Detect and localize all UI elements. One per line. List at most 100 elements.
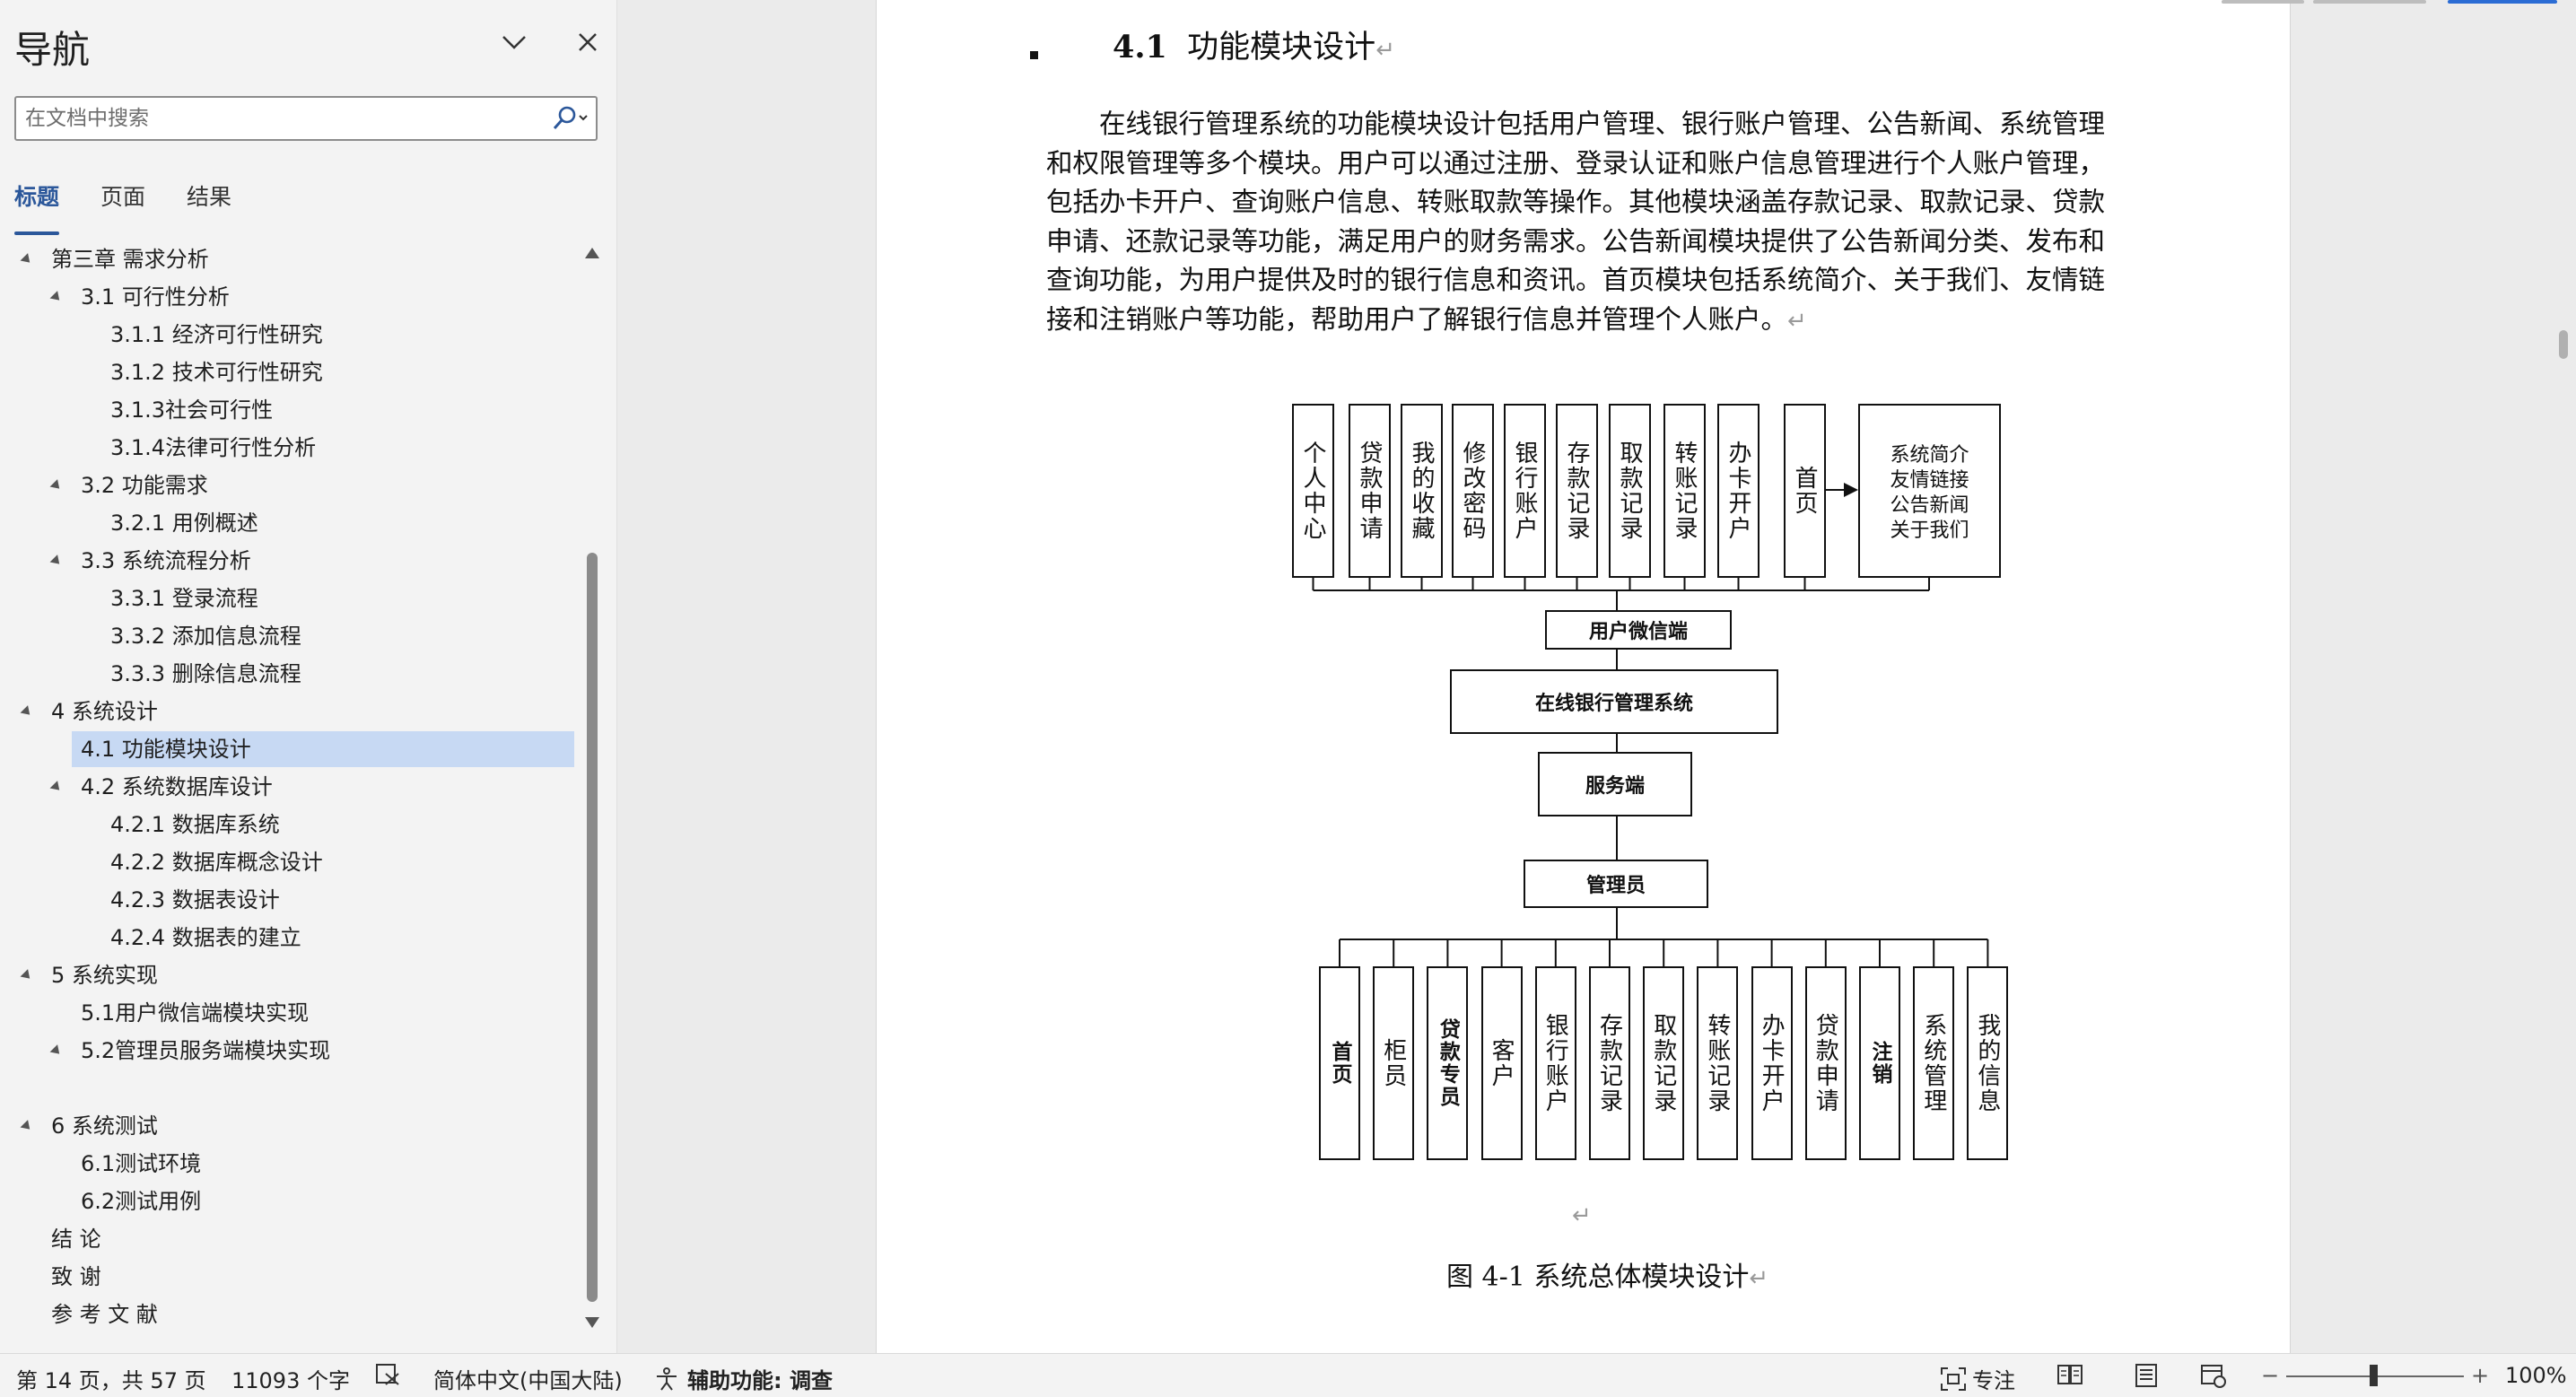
nav-heading-item[interactable]: 4 系统设计: [0, 694, 579, 729]
nav-heading-item[interactable]: 3.3.3 删除信息流程: [0, 656, 579, 692]
nav-heading-label: 4.1 功能模块设计: [81, 737, 251, 762]
home-detail-label: 友情链接: [1890, 469, 1969, 492]
nav-heading-item[interactable]: 3.3 系统流程分析: [0, 543, 579, 579]
admin-module-box: 办卡开户: [1751, 966, 1793, 1160]
nav-scroll-thumb[interactable]: [587, 553, 598, 1302]
nav-heading-label: 4.2.1 数据库系统: [110, 812, 280, 837]
section-heading[interactable]: 4.1 功能模块设计↵: [1113, 22, 1395, 67]
admin-module-box: 银行账户: [1534, 966, 1576, 1160]
nav-heading-label: 参 考 文 献: [51, 1302, 158, 1327]
search-input[interactable]: [25, 103, 546, 134]
nav-heading-label: 3.3 系统流程分析: [81, 548, 251, 573]
nav-heading-item[interactable]: 5.2管理员服务端模块实现: [0, 1033, 579, 1069]
zoom-slider-thumb[interactable]: [2370, 1365, 2378, 1386]
body-paragraph[interactable]: 在线银行管理系统的功能模块设计包括用户管理、银行账户管理、公告新闻、系统管理和权…: [1046, 105, 2105, 341]
admin-module-box: 首页: [1319, 966, 1360, 1160]
toolbar-button-edge[interactable]: [2448, 0, 2557, 4]
user-module-box-label: 我的收藏: [1408, 441, 1435, 541]
zoom-out-button[interactable]: −: [2261, 1363, 2280, 1388]
word-count[interactable]: 11093 个字: [231, 1368, 350, 1393]
expand-triangle-icon[interactable]: [49, 479, 64, 493]
nav-heading-item[interactable]: 6.2测试用例: [0, 1183, 579, 1219]
user-module-box-label: 首页: [1791, 466, 1818, 516]
expand-triangle-icon[interactable]: [20, 969, 34, 982]
expand-triangle-icon[interactable]: [20, 705, 34, 719]
nav-heading-item[interactable]: 致 谢: [0, 1259, 579, 1295]
nav-heading-item[interactable]: 5.1用户微信端模块实现: [0, 995, 579, 1031]
admin-module-box-label: 办卡开户: [1758, 1013, 1786, 1113]
nav-heading-item[interactable]: 4.2.3 数据表设计: [0, 882, 579, 918]
document-scroll-thumb[interactable]: [2559, 330, 2568, 359]
nav-heading-item[interactable]: 3.3.1 登录流程: [0, 581, 579, 616]
nav-heading-item[interactable]: 参 考 文 献: [0, 1297, 579, 1332]
nav-heading-item[interactable]: 4.2.1 数据库系统: [0, 807, 579, 843]
user-module-box-label: 银行账户: [1511, 441, 1538, 541]
nav-heading-item[interactable]: 3.1.2 技术可行性研究: [0, 354, 579, 390]
expand-triangle-icon[interactable]: [20, 1120, 34, 1133]
proofing-icon[interactable]: [375, 1363, 400, 1386]
nav-heading-item[interactable]: 3.1.3社会可行性: [0, 392, 579, 428]
admin-node-box-label: 管理员: [1585, 875, 1646, 897]
nav-heading-item[interactable]: 3.1.1 经济可行性研究: [0, 317, 579, 353]
nav-heading-label: 3.1 可行性分析: [81, 284, 230, 310]
user-module-box: 我的收藏: [1401, 404, 1443, 578]
nav-heading-label: 致 谢: [51, 1264, 101, 1289]
page-count[interactable]: 第 14 页，共 57 页: [16, 1368, 206, 1393]
toolbar-button-edge[interactable]: [2313, 0, 2426, 4]
expand-triangle-icon[interactable]: [49, 781, 64, 794]
admin-module-box: 存款记录: [1589, 966, 1630, 1160]
tab-results[interactable]: 结果: [187, 184, 232, 210]
nav-scrollbar[interactable]: [580, 242, 605, 1328]
tab-headings[interactable]: 标题: [14, 176, 60, 235]
nav-heading-item[interactable]: 4.2.2 数据库概念设计: [0, 844, 579, 880]
accessibility-status[interactable]: 辅助功能: 调查: [653, 1363, 833, 1394]
web-layout-button[interactable]: [2200, 1363, 2227, 1388]
focus-mode-button[interactable]: 专注: [1940, 1363, 2015, 1394]
admin-module-box-label: 转账记录: [1703, 1013, 1731, 1113]
tab-pages[interactable]: 页面: [100, 184, 146, 210]
expand-triangle-icon[interactable]: [49, 554, 64, 568]
nav-heading-item[interactable]: 3.2.1 用例概述: [0, 505, 579, 541]
scroll-down-arrow-icon[interactable]: [585, 1317, 599, 1328]
print-layout-button[interactable]: [2134, 1363, 2159, 1388]
nav-heading-item[interactable]: 3.1 可行性分析: [0, 279, 579, 315]
search-button[interactable]: [544, 102, 594, 135]
module-diagram[interactable]: 个人中心贷款申请我的收藏修改密码银行账户存款记录取款记录转账记录办卡开户首页系统…: [1283, 395, 2019, 1166]
zoom-level[interactable]: 100%: [2505, 1363, 2567, 1388]
expand-triangle-icon[interactable]: [20, 253, 34, 266]
nav-close-button[interactable]: [565, 20, 610, 65]
read-mode-button[interactable]: [2056, 1363, 2083, 1386]
scroll-up-arrow-icon[interactable]: [585, 248, 599, 258]
nav-heading-label: 3.1.4法律可行性分析: [110, 435, 317, 460]
user-module-box-label: 个人中心: [1299, 441, 1326, 541]
nav-heading-item[interactable]: [0, 1070, 579, 1106]
nav-options-button[interactable]: [492, 20, 537, 65]
status-bar: 第 14 页，共 57 页 11093 个字 简体中文(中国大陆) 辅助功能: …: [0, 1353, 2576, 1397]
nav-heading-item[interactable]: 第三章 需求分析: [0, 241, 579, 277]
user-module-box: 办卡开户: [1717, 404, 1760, 578]
nav-heading-item[interactable]: 4.1 功能模块设计: [0, 731, 579, 767]
nav-heading-label: 3.3.1 登录流程: [110, 586, 258, 611]
nav-heading-item[interactable]: 3.1.4法律可行性分析: [0, 430, 579, 466]
nav-heading-item[interactable]: 3.2 功能需求: [0, 467, 579, 503]
zoom-in-button[interactable]: +: [2471, 1363, 2490, 1388]
nav-heading-item[interactable]: 4.2 系统数据库设计: [0, 769, 579, 805]
nav-tabs: 标题 页面 结果: [14, 176, 273, 235]
admin-module-box-label: 客户: [1488, 1038, 1515, 1088]
language-indicator[interactable]: 简体中文(中国大陆): [433, 1368, 623, 1393]
expand-triangle-icon[interactable]: [49, 1044, 64, 1058]
nav-heading-item[interactable]: 结 论: [0, 1221, 579, 1257]
admin-module-box: 贷款专员: [1427, 966, 1469, 1160]
nav-heading-item[interactable]: 4.2.4 数据表的建立: [0, 920, 579, 956]
nav-heading-item[interactable]: 5 系统实现: [0, 957, 579, 993]
nav-heading-item[interactable]: 3.3.2 添加信息流程: [0, 618, 579, 654]
nav-heading-item[interactable]: 6 系统测试: [0, 1108, 579, 1144]
nav-heading-item[interactable]: 6.1测试环境: [0, 1146, 579, 1182]
figure-caption[interactable]: 图 4-1 系统总体模块设计↵: [1446, 1254, 1768, 1294]
user-module-box: 个人中心: [1292, 404, 1334, 578]
close-icon: [579, 33, 597, 51]
toolbar-button-edge[interactable]: [2222, 0, 2304, 4]
nav-heading-label: 6.2测试用例: [81, 1189, 202, 1214]
expand-triangle-icon[interactable]: [49, 291, 64, 304]
nav-heading-label: 5.2管理员服务端模块实现: [81, 1038, 331, 1063]
